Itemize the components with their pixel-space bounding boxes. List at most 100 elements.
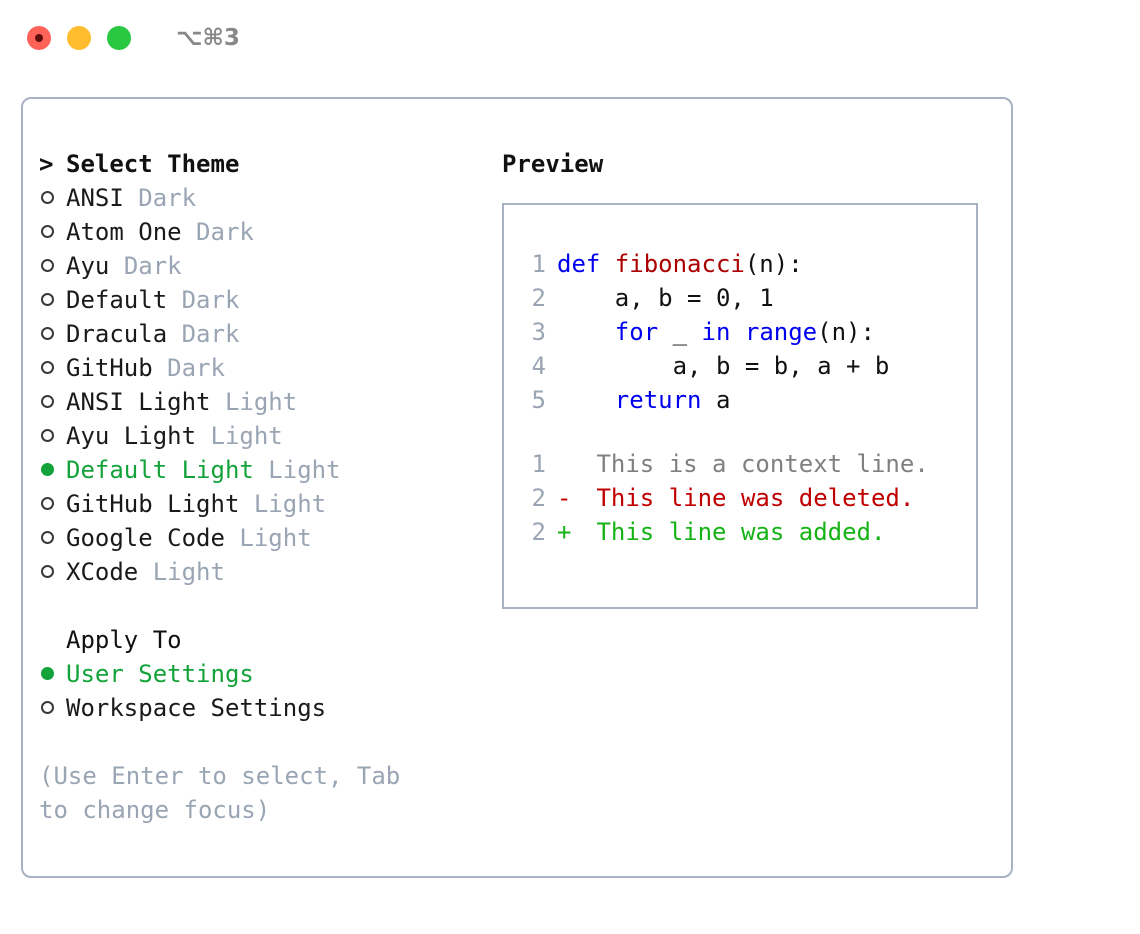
- spacer: [225, 524, 239, 552]
- theme-option-category: Light: [210, 422, 283, 450]
- code-line: 2 a, b = 0, 1: [504, 281, 976, 315]
- recording-indicator-icon: [35, 34, 43, 42]
- theme-option-xcode[interactable]: XCode Light: [39, 555, 489, 589]
- theme-option-category: Dark: [181, 320, 240, 348]
- keyboard-hint-text: (Use Enter to select, Tab to change focu…: [39, 762, 415, 824]
- spacer: [167, 286, 181, 314]
- select-theme-label: Select Theme: [66, 150, 240, 178]
- diff-line-del: 2- This line was deleted.: [504, 481, 976, 515]
- spacer: [239, 490, 253, 518]
- diff-text: This line was deleted.: [582, 484, 915, 512]
- theme-option-ansi-light[interactable]: ANSI Light Light: [39, 385, 489, 419]
- theme-option-atom-one[interactable]: Atom One Dark: [39, 215, 489, 249]
- code-token-kw: return: [614, 386, 702, 414]
- theme-option-category: Dark: [138, 184, 197, 212]
- apply-to-label: Apply To: [66, 626, 182, 654]
- radio-circle: [41, 531, 54, 544]
- diff-text: This line was added.: [582, 518, 886, 546]
- code-line: 3 for _ in range(n):: [504, 315, 976, 349]
- apply-to-option-user-settings[interactable]: User Settings: [39, 657, 489, 691]
- keyboard-shortcut-label: ⌥⌘3: [176, 25, 240, 51]
- theme-option-ayu[interactable]: Ayu Dark: [39, 249, 489, 283]
- theme-option-category: Light: [268, 456, 341, 484]
- apply-to-option-workspace-settings[interactable]: Workspace Settings: [39, 691, 489, 725]
- theme-option-github[interactable]: GitHub Dark: [39, 351, 489, 385]
- code-token-kw: range: [744, 318, 818, 346]
- theme-option-category: Light: [152, 558, 225, 586]
- theme-option-name: Dracula: [66, 320, 168, 348]
- theme-option-category: Light: [224, 388, 298, 416]
- diff-text: This is a context line.: [582, 450, 929, 478]
- code-token-plain: a, b = 0, 1: [557, 284, 774, 312]
- close-button[interactable]: [27, 26, 51, 50]
- theme-option-ansi[interactable]: ANSI Dark: [39, 181, 489, 215]
- theme-option-name: Google Code: [66, 524, 225, 552]
- theme-option-name: GitHub Light: [66, 490, 240, 518]
- code-line-number: 5: [531, 386, 546, 414]
- apply-to-option-name: Workspace Settings: [66, 694, 327, 722]
- code-line-number: 1: [531, 250, 546, 278]
- window-controls: [27, 26, 131, 50]
- theme-option-google-code[interactable]: Google Code Light: [39, 521, 489, 555]
- theme-option-category: Dark: [123, 252, 182, 280]
- select-theme-header: > Select Theme: [39, 147, 489, 181]
- theme-option-category: Dark: [167, 354, 225, 382]
- spacer: [153, 354, 167, 382]
- diff-line-add: 2+ This line was added.: [504, 515, 976, 549]
- radio-circle: [41, 225, 54, 238]
- radio-circle: [41, 327, 54, 340]
- spacer: [124, 184, 138, 212]
- code-token-plain: a, b = b, a + b: [557, 352, 890, 380]
- minimize-button[interactable]: [67, 26, 91, 50]
- theme-option-category: Dark: [181, 286, 240, 314]
- title-bar: ⌥⌘3: [0, 0, 1140, 76]
- code-line: 5 return a: [504, 383, 976, 417]
- theme-option-dracula[interactable]: Dracula Dark: [39, 317, 489, 351]
- spacer: [138, 558, 152, 586]
- radio-circle: [41, 259, 54, 272]
- code-token-kw: in: [701, 318, 731, 346]
- theme-option-default-light[interactable]: Default Light Light: [39, 453, 489, 487]
- radio-circle: [41, 565, 54, 578]
- theme-option-name: XCode: [66, 558, 139, 586]
- theme-option-github-light[interactable]: GitHub Light Light: [39, 487, 489, 521]
- code-token-plain: _: [658, 318, 702, 346]
- code-line: 4 a, b = b, a + b: [504, 349, 976, 383]
- radio-circle: [41, 701, 54, 714]
- preview-divider-space: [504, 417, 976, 447]
- code-token-plain: [557, 318, 615, 346]
- radio-circle: [41, 429, 54, 442]
- spacer: [254, 456, 268, 484]
- code-token-fn: fibonacci: [614, 250, 745, 278]
- theme-option-name: Default: [66, 286, 168, 314]
- diff-line-ctx: 1 This is a context line.: [504, 447, 976, 481]
- preview-title: Preview: [502, 150, 604, 178]
- diff-sign: [557, 450, 582, 478]
- theme-option-name: Ayu Light: [66, 422, 197, 450]
- diff-line-number: 2: [531, 518, 546, 546]
- code-line-number: 4: [531, 352, 546, 380]
- theme-option-name: Ayu: [66, 252, 110, 280]
- theme-option-ayu-light[interactable]: Ayu Light Light: [39, 419, 489, 453]
- section-spacer: [39, 589, 489, 623]
- code-token-plain: [730, 318, 744, 346]
- diff-line-number: 2: [531, 484, 546, 512]
- theme-option-name: GitHub: [66, 354, 153, 382]
- diff-sign: -: [557, 484, 572, 512]
- radio-circle: [41, 667, 54, 680]
- theme-option-name: ANSI Light: [66, 388, 211, 416]
- maximize-button[interactable]: [107, 26, 131, 50]
- theme-option-default[interactable]: Default Dark: [39, 283, 489, 317]
- code-line-number: 3: [531, 318, 546, 346]
- spacer: [167, 320, 181, 348]
- theme-option-category: Light: [239, 524, 312, 552]
- spacer: [109, 252, 123, 280]
- code-token-plain: (n):: [744, 250, 803, 278]
